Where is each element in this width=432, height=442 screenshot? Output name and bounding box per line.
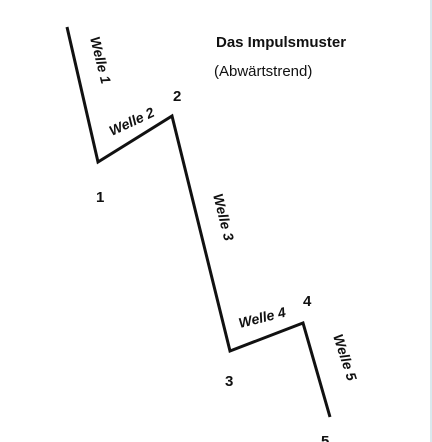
point-label-2: 2 bbox=[173, 88, 181, 105]
wave-label-5: Welle 5 bbox=[330, 332, 360, 383]
point-label-5: 5 bbox=[321, 433, 329, 442]
wave-label-3: Welle 3 bbox=[210, 192, 237, 243]
diagram-subtitle: (Abwärtstrend) bbox=[214, 63, 313, 80]
point-label-4: 4 bbox=[303, 293, 312, 310]
diagram-title: Das Impulsmuster bbox=[216, 34, 347, 51]
point-label-1: 1 bbox=[96, 189, 104, 206]
point-label-3: 3 bbox=[225, 373, 233, 390]
wave-label-4: Welle 4 bbox=[237, 304, 288, 331]
wave-label-1: Welle 1 bbox=[87, 35, 114, 86]
wave-label-2: Welle 2 bbox=[107, 104, 157, 139]
right-border bbox=[430, 0, 432, 442]
impulse-wave-line bbox=[65, 26, 332, 418]
